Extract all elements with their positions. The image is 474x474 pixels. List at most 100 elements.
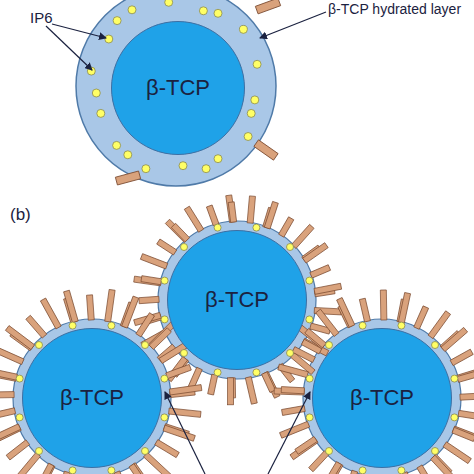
component-label: IP6 <box>30 10 53 27</box>
crystal-rod <box>245 377 257 405</box>
leader-lines <box>46 12 326 474</box>
layer-label: β-TCP hydrated layer <box>328 2 461 17</box>
ip6-dot <box>142 448 149 455</box>
ip6-dot <box>306 277 313 284</box>
crystal-rod <box>443 442 471 464</box>
crystal-rod <box>431 455 456 474</box>
crystal-rod <box>129 464 152 474</box>
crystal-rod <box>122 296 139 328</box>
particle-name: β-TCP <box>350 386 414 410</box>
ip6-dot <box>214 369 221 376</box>
crystal-rod <box>157 239 177 255</box>
ip6-dot <box>128 6 136 14</box>
crystal-rod <box>155 440 180 458</box>
ip6-dot <box>181 350 188 357</box>
particle-core: β-TCP <box>312 328 452 468</box>
crystal-rod <box>343 470 358 474</box>
crystal <box>254 140 278 160</box>
ip6-dot <box>359 322 366 329</box>
crystal-rod <box>87 295 95 320</box>
ip6-leader <box>52 24 106 38</box>
crystal <box>255 0 280 14</box>
ip6-dot <box>36 448 43 455</box>
ip6-dot <box>199 7 207 15</box>
crystal-rod <box>280 421 310 438</box>
crystal-rod <box>37 463 54 474</box>
crystal-rod <box>292 224 315 248</box>
crystal-rod <box>321 462 342 474</box>
ip6-dot <box>451 414 458 421</box>
ip6-dot <box>359 467 366 474</box>
crystal-rod <box>305 328 326 347</box>
crystal-rod <box>206 205 218 226</box>
ip6-dot <box>179 162 187 170</box>
ip6-dot <box>69 467 76 474</box>
ip6-dot <box>108 322 115 329</box>
crystal-rod <box>278 364 309 378</box>
junction-arrow <box>268 392 310 474</box>
ip6-dot <box>214 155 222 163</box>
crystal-rod <box>303 243 329 263</box>
ip6-dot <box>202 165 210 173</box>
hydrated-layer <box>76 0 276 186</box>
crystal-rod <box>428 311 450 339</box>
crystal-rod <box>414 306 429 329</box>
crystal-rod <box>398 293 410 324</box>
crystal-rod <box>0 392 14 398</box>
ip6-dot <box>161 316 168 323</box>
ip6-dot <box>251 96 259 104</box>
crystal-rod <box>457 370 474 382</box>
crystal-rod <box>264 201 278 229</box>
crystal-rod <box>140 254 167 269</box>
ip6-dot <box>306 316 313 323</box>
crystal-rod <box>441 327 468 351</box>
ip6-dot <box>247 109 255 117</box>
crystal-rod <box>35 464 55 474</box>
crystal <box>115 171 140 185</box>
ip6-dot <box>161 414 168 421</box>
crystal-rod <box>136 313 155 337</box>
crystal-rod <box>247 196 255 223</box>
crystal-rod <box>40 298 61 329</box>
ip6-dot <box>142 165 150 173</box>
ip6-dot <box>244 133 252 141</box>
crystal-rod <box>458 410 474 420</box>
hydrated-layer <box>303 319 461 474</box>
crystal-rod <box>380 290 387 320</box>
crystal-rod <box>141 276 162 285</box>
crystal-rod <box>26 315 47 338</box>
ip6-dot <box>105 35 113 43</box>
crystal-rod <box>149 328 171 350</box>
ip6-dot <box>113 141 121 149</box>
ip6-dot <box>214 224 221 231</box>
crystal-rod <box>314 283 342 294</box>
ip6-dot <box>165 0 173 6</box>
ip6-dot <box>97 109 105 117</box>
ip6-dot <box>432 342 439 349</box>
ip6-dot <box>398 467 405 474</box>
particle-core: β-TCP <box>111 21 245 155</box>
ip6-dot <box>432 448 439 455</box>
crystal-rod <box>417 465 434 474</box>
crystal-rod <box>208 374 218 395</box>
junction-arrow <box>165 392 205 474</box>
ip6-dot <box>253 224 260 231</box>
crystal-rod <box>298 325 325 349</box>
ip6-dot <box>161 277 168 284</box>
particle-name: β-TCP <box>205 288 269 312</box>
crystal-rod <box>228 202 236 223</box>
crystal-rod <box>310 265 331 278</box>
ip6-dot <box>287 244 294 251</box>
particle-core: β-TCP <box>22 328 162 468</box>
ip6-dot <box>142 342 149 349</box>
crystal-rod <box>163 425 195 441</box>
crystal-rod <box>134 276 162 286</box>
crystal-rod <box>64 290 79 322</box>
crystal-rod <box>105 289 115 322</box>
ip6-dot <box>214 9 222 17</box>
panel-label: (b) <box>10 206 31 225</box>
crystal-rod <box>0 369 17 380</box>
ip6-dot <box>108 467 115 474</box>
